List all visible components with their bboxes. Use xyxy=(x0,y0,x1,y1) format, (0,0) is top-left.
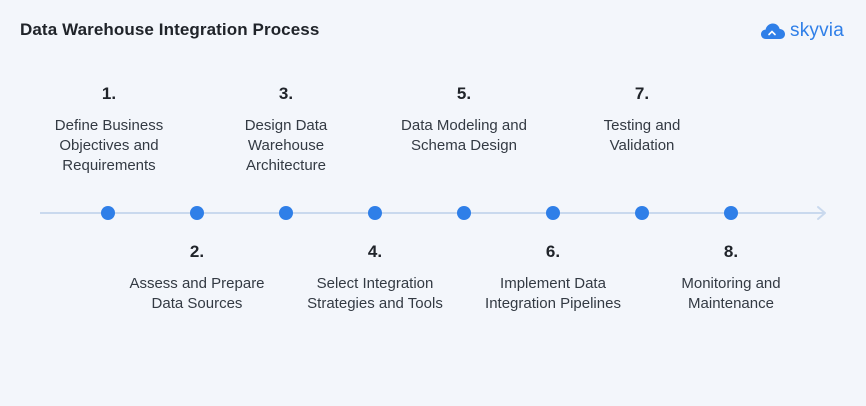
step-6: 6. Implement Data Integration Pipelines xyxy=(463,242,643,314)
step-4: 4. Select Integration Strategies and Too… xyxy=(285,242,465,314)
step-1: 1. Define Business Objectives and Requir… xyxy=(19,84,199,176)
step-3: 3. Design Data Warehouse Architecture xyxy=(196,84,376,176)
timeline-dot-6 xyxy=(546,206,560,220)
step-number: 8. xyxy=(723,242,739,261)
step-label: Implement Data Integration Pipelines xyxy=(485,275,621,312)
step-label: Assess and Prepare Data Sources xyxy=(129,275,265,312)
timeline-dot-4 xyxy=(368,206,382,220)
step-number: 6. xyxy=(545,242,561,261)
timeline-arrow-icon xyxy=(817,206,826,220)
step-number: 3. xyxy=(278,84,294,103)
step-number: 5. xyxy=(456,84,472,103)
timeline-dot-8 xyxy=(724,206,738,220)
step-8: 8. Monitoring and Maintenance xyxy=(641,242,821,314)
step-label: Define Business Objectives and Requireme… xyxy=(54,117,164,174)
step-number: 2. xyxy=(189,242,205,261)
step-5: 5. Data Modeling and Schema Design xyxy=(374,84,554,156)
diagram-title: Data Warehouse Integration Process xyxy=(20,20,320,39)
step-label: Data Modeling and Schema Design xyxy=(401,117,527,154)
step-2: 2. Assess and Prepare Data Sources xyxy=(107,242,287,314)
timeline-dot-1 xyxy=(101,206,115,220)
step-label: Select Integration Strategies and Tools xyxy=(307,275,443,312)
cloud-icon xyxy=(760,22,786,40)
timeline-dot-3 xyxy=(279,206,293,220)
timeline-dot-7 xyxy=(635,206,649,220)
timeline-dot-5 xyxy=(457,206,471,220)
timeline-dots xyxy=(101,206,738,220)
step-label: Testing and Validation xyxy=(603,117,681,154)
skyvia-logo: skyvia xyxy=(760,20,844,42)
step-label: Monitoring and Maintenance xyxy=(681,275,781,312)
step-number: 7. xyxy=(634,84,650,103)
step-number: 1. xyxy=(101,84,117,103)
step-label: Design Data Warehouse Architecture xyxy=(244,117,328,174)
step-number: 4. xyxy=(367,242,383,261)
logo-text: skyvia xyxy=(790,20,844,41)
step-7: 7. Testing and Validation xyxy=(552,84,732,156)
timeline-dot-2 xyxy=(190,206,204,220)
